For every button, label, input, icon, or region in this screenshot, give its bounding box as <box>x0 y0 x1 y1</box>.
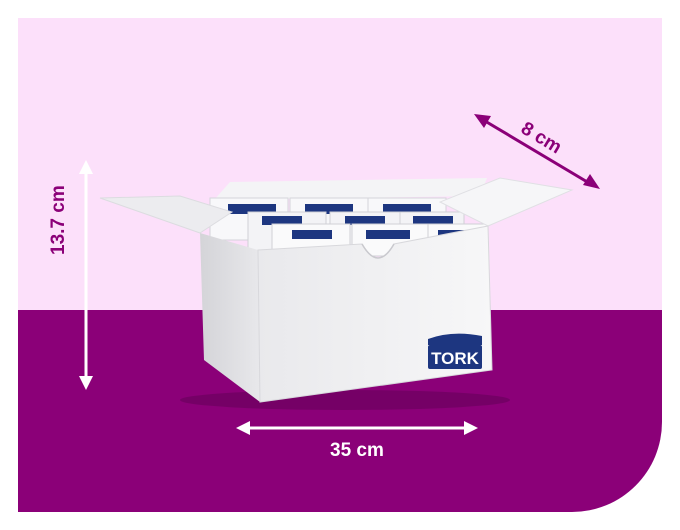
height-dimension-label: 13.7 cm <box>48 185 69 255</box>
width-dimension-label: 35 cm <box>330 440 384 461</box>
brand-logo-text: TORK <box>431 349 480 368</box>
box-cutout <box>361 243 395 259</box>
box-shadow <box>180 390 510 410</box>
box-side <box>200 233 260 402</box>
box-back-flap <box>214 178 487 200</box>
double-arrow-icon <box>236 421 478 435</box>
double-arrow-icon <box>79 160 93 390</box>
box-right-flap <box>438 177 574 227</box>
box-left-flap <box>99 195 234 234</box>
tork-logo-icon: TORK <box>428 333 482 369</box>
double-arrow-icon <box>474 114 600 189</box>
